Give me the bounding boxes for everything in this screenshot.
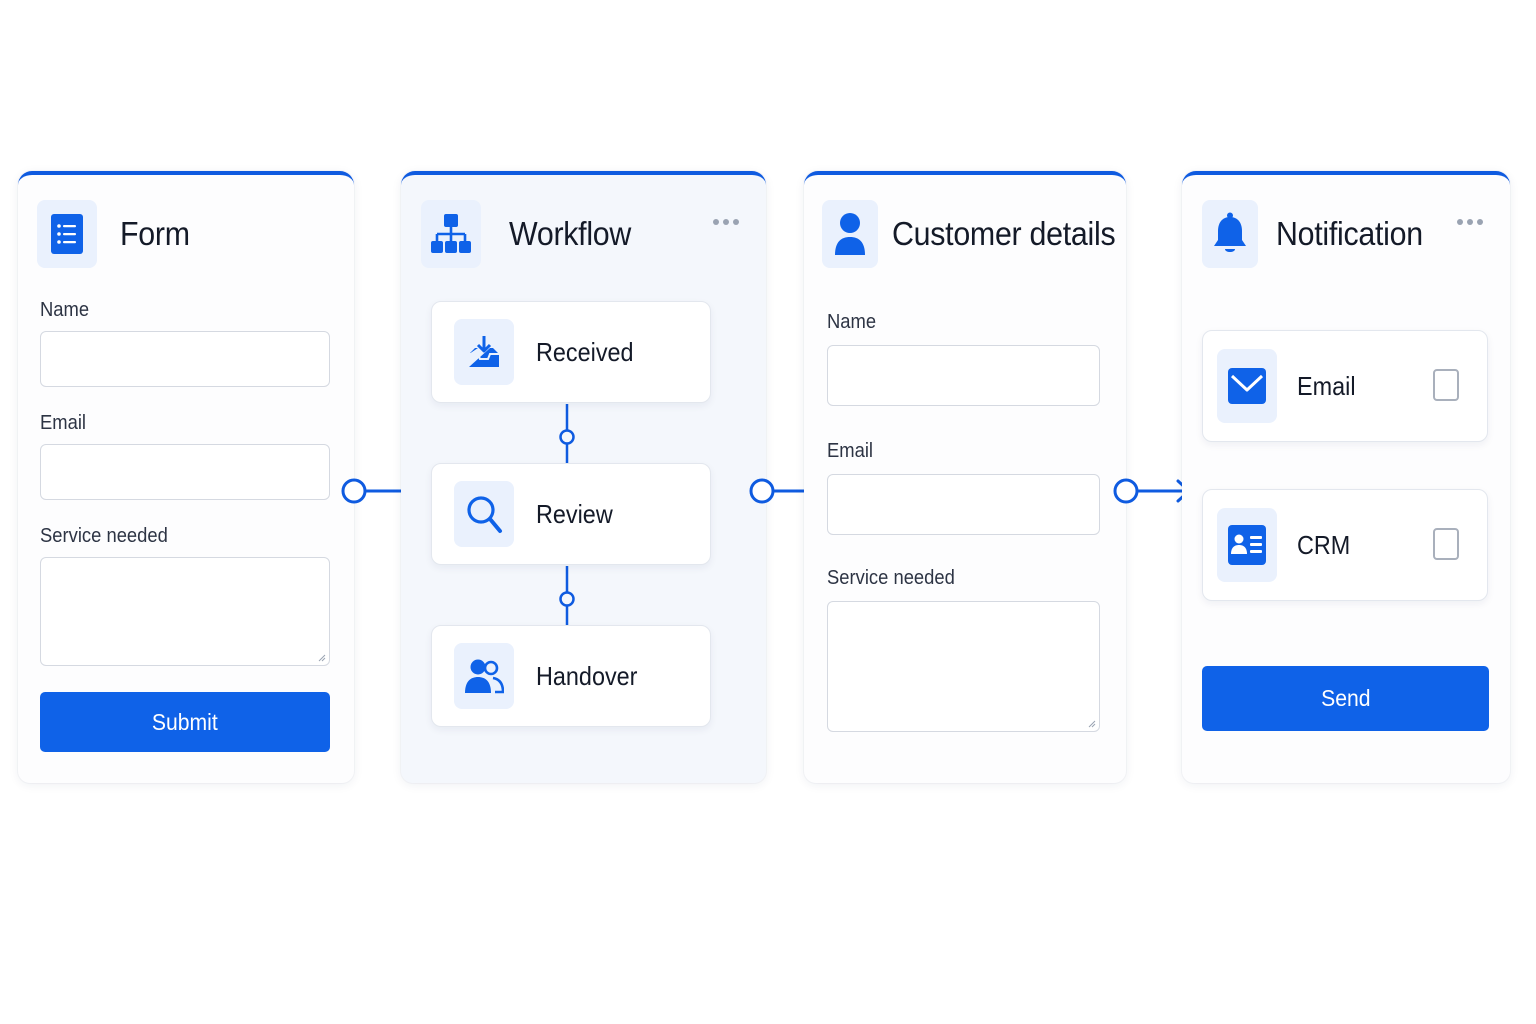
step-icon-tile <box>454 643 514 709</box>
email-input[interactable] <box>40 444 330 500</box>
option-label-crm: CRM <box>1297 530 1351 560</box>
customer-service-needed-textarea[interactable] <box>827 601 1100 732</box>
form-list-icon <box>51 214 83 254</box>
crm-checkbox[interactable] <box>1433 528 1459 560</box>
notification-card: Notification Email CRM Send <box>1182 171 1510 783</box>
form-icon-tile <box>37 200 97 268</box>
more-horizontal-icon[interactable] <box>713 219 739 225</box>
option-icon-tile <box>1217 508 1277 582</box>
workflow-icon-tile <box>421 200 481 268</box>
more-horizontal-icon[interactable] <box>1457 219 1483 225</box>
workflow-step-handover[interactable]: Handover <box>431 625 711 727</box>
name-label: Name <box>40 299 90 321</box>
submit-button-label: Submit <box>152 708 218 735</box>
notification-title: Notification <box>1276 215 1423 252</box>
search-icon <box>467 496 502 533</box>
users-icon <box>465 659 504 694</box>
step-label-handover: Handover <box>536 661 638 691</box>
resize-grip-icon[interactable] <box>1086 718 1096 728</box>
service-needed-textarea[interactable] <box>40 557 330 666</box>
workflow-card: Workflow Received Review <box>401 171 766 783</box>
notification-option-email[interactable]: Email <box>1202 330 1488 442</box>
submit-button[interactable]: Submit <box>40 692 330 752</box>
option-label-email: Email <box>1297 371 1356 401</box>
customer-service-needed-label: Service needed <box>827 567 955 589</box>
notification-icon-tile <box>1202 200 1258 268</box>
email-label: Email <box>40 412 87 434</box>
customer-name-input[interactable] <box>827 345 1100 406</box>
step-icon-tile <box>454 319 514 385</box>
customer-icon-tile <box>822 200 878 268</box>
form-card: Form Name Email Service needed Submit <box>18 171 354 783</box>
envelope-icon <box>1228 368 1266 404</box>
workflow-step-review[interactable]: Review <box>431 463 711 565</box>
step-icon-tile <box>454 481 514 547</box>
step-label-received: Received <box>536 337 634 367</box>
workflow-step-received[interactable]: Received <box>431 301 711 403</box>
customer-details-card: Customer details Name Email Service need… <box>804 171 1126 783</box>
customer-email-label: Email <box>827 440 874 462</box>
user-icon <box>835 213 865 255</box>
customer-details-title: Customer details <box>892 215 1116 252</box>
contact-card-icon <box>1228 525 1266 565</box>
notification-option-crm[interactable]: CRM <box>1202 489 1488 601</box>
service-needed-label: Service needed <box>40 525 168 547</box>
workflow-title: Workflow <box>509 215 632 252</box>
resize-grip-icon[interactable] <box>316 652 326 662</box>
send-button[interactable]: Send <box>1202 666 1489 731</box>
hierarchy-icon <box>431 214 471 253</box>
step-link <box>559 404 575 466</box>
email-checkbox[interactable] <box>1433 369 1459 401</box>
bell-icon <box>1214 212 1246 252</box>
send-button-label: Send <box>1320 685 1371 711</box>
name-input[interactable] <box>40 331 330 387</box>
step-label-review: Review <box>536 499 613 529</box>
form-title: Form <box>120 215 190 252</box>
step-link <box>559 566 575 628</box>
inbox-download-icon <box>469 336 499 367</box>
customer-email-input[interactable] <box>827 474 1100 535</box>
customer-name-label: Name <box>827 311 877 333</box>
option-icon-tile <box>1217 349 1277 423</box>
